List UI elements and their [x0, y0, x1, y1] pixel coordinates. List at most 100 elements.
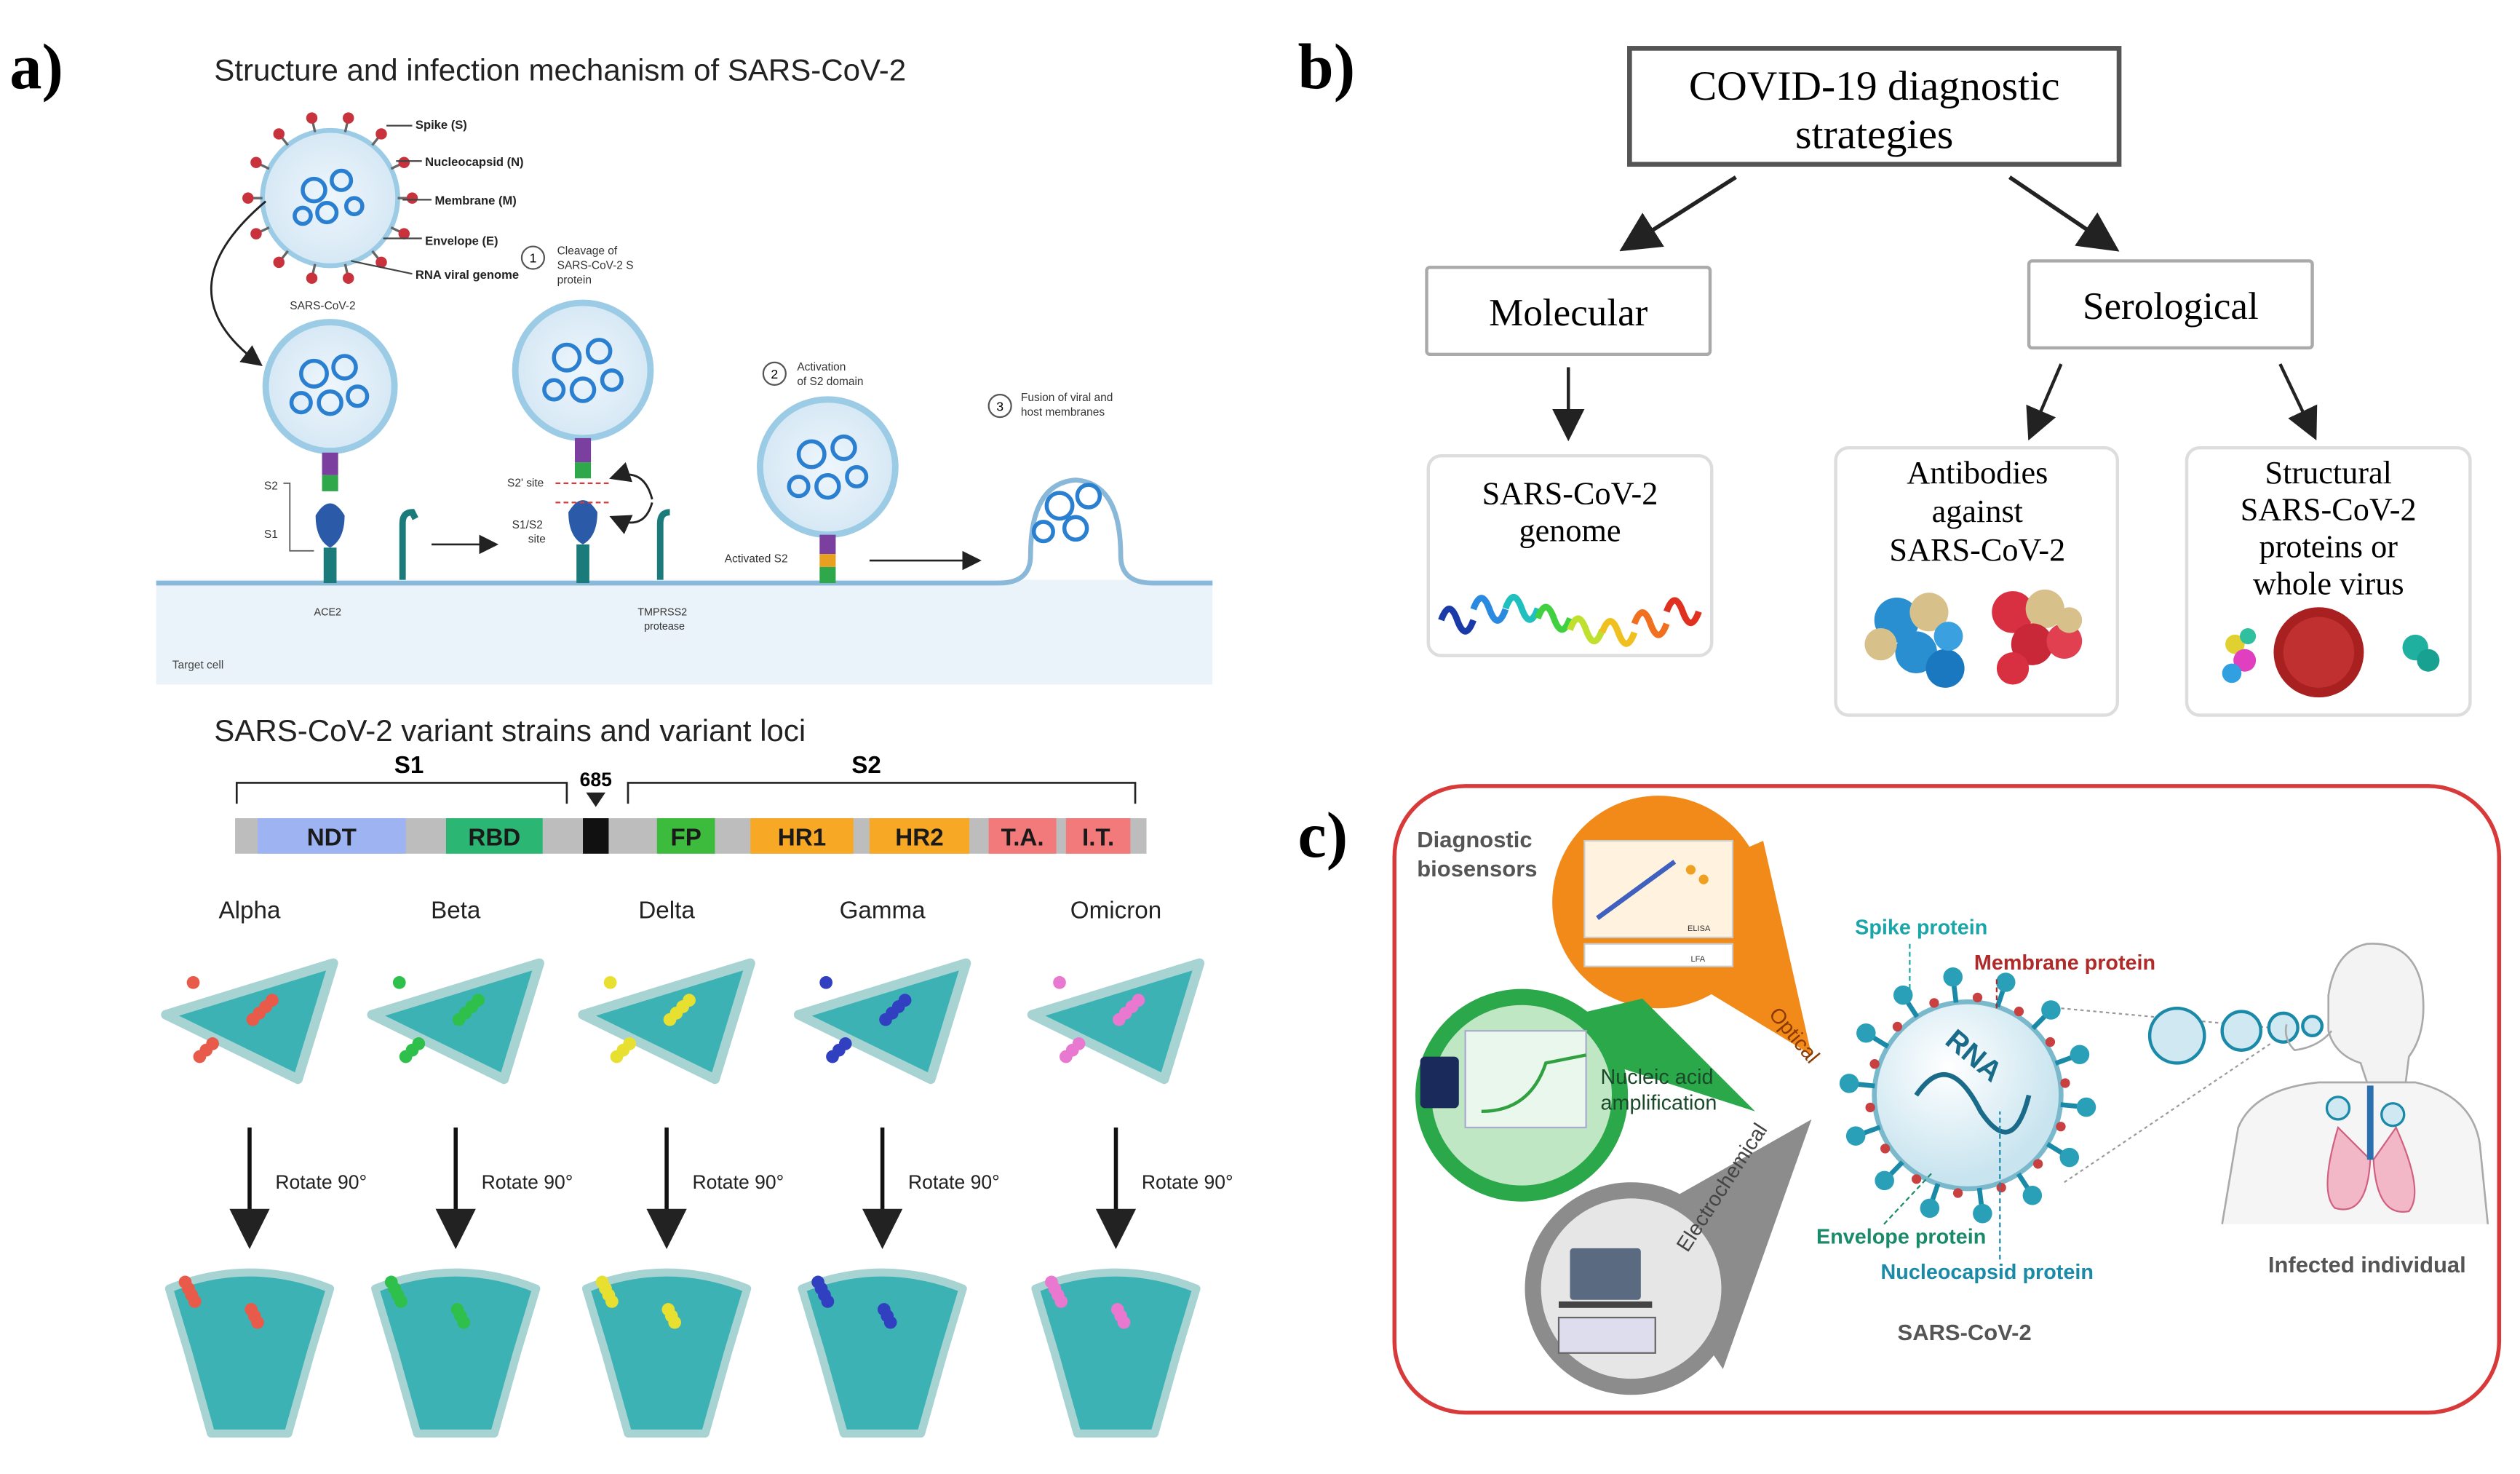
domain-ndt — [258, 818, 406, 854]
s2prime-label: S2' site — [507, 477, 544, 489]
tmprss2-label-2: protease — [644, 621, 685, 633]
domain-it-label: I.T. — [1082, 825, 1114, 852]
serological-label: Serological — [2083, 285, 2259, 328]
svg-text:Cleavage of: Cleavage of — [557, 245, 618, 258]
domain-hr2 — [869, 818, 970, 854]
spike-domain-map: S1 S2 685 NDT RBD FP HR1 HR2 T.A. I.T. — [235, 752, 1147, 854]
label-membrane: Membrane (M) — [434, 194, 516, 207]
elisa-label: ELISA — [1688, 924, 1711, 933]
domain-hr2-label: HR2 — [895, 825, 943, 852]
structure-title: Structure and infection mechanism of SAR… — [214, 53, 906, 87]
svg-text:1: 1 — [530, 251, 537, 266]
s2-domain-label: S2 — [851, 752, 881, 779]
domain-ta-label: T.A. — [1001, 825, 1044, 852]
biosensors-line-2: biosensors — [1417, 856, 1537, 881]
root-box — [1627, 46, 2122, 167]
infected-individual-label: Infected individual — [2268, 1252, 2466, 1277]
domain-fp-label: FP — [670, 825, 701, 852]
domain-rbd-label: RBD — [468, 825, 520, 852]
rotate-label: Rotate 90° — [693, 1171, 784, 1193]
molecular-box — [1425, 266, 1712, 357]
root-line-2: strategies — [1795, 112, 1953, 158]
domain-ta — [988, 818, 1057, 854]
spike-side-view — [798, 1268, 967, 1438]
cell-background — [156, 579, 1213, 685]
biosensors-line-1: Diagnostic — [1417, 827, 1532, 852]
site-685-block — [583, 818, 609, 854]
envelope-protein-label: Envelope protein — [1816, 1225, 1986, 1248]
panel-b-label: b) — [1298, 32, 1356, 103]
spike-side-view — [581, 1268, 752, 1438]
aerosol-particles — [2061, 1007, 2324, 1184]
sarscov2-virion: RNA — [1839, 967, 2096, 1224]
structural-card — [2185, 445, 2472, 717]
structural-line-2: SARS-CoV-2 — [2241, 492, 2417, 528]
genome-line-1: SARS-CoV-2 — [1482, 476, 1658, 512]
s1s2-label-2: site — [528, 534, 546, 546]
structural-line-1: Structural — [2265, 455, 2392, 491]
antibodies-line-1: Antibodies — [1907, 455, 2048, 491]
antibodies-line-3: SARS-CoV-2 — [1889, 532, 2065, 568]
tmprss2-label-1: TMPRSS2 — [637, 606, 687, 618]
genome-line-2: genome — [1519, 513, 1621, 549]
panel-a: a) Structure and infection mechanism of … — [9, 32, 1233, 1438]
rotate-label: Rotate 90° — [1142, 1171, 1233, 1193]
svg-text:protein: protein — [557, 274, 592, 286]
panel-c-label: c) — [1298, 800, 1348, 871]
genome-ribbon-image — [1438, 593, 1702, 647]
molecular-label: Molecular — [1489, 292, 1648, 334]
nucleic-label-2: amplification — [1601, 1092, 1717, 1115]
root-line-1: COVID-19 diagnostic — [1689, 63, 2060, 109]
virion-labels: Spike (S) Nucleocapsid (N) Membrane (M) … — [351, 118, 524, 282]
target-cell-label: Target cell — [172, 659, 224, 671]
spike-side-view — [164, 1268, 335, 1438]
svg-text:host membranes: host membranes — [1021, 406, 1105, 419]
variant-name: Gamma — [840, 897, 926, 924]
site-685-label: 685 — [580, 769, 613, 791]
label-rna-genome: RNA viral genome — [416, 268, 519, 282]
svg-text:Fusion of viral and: Fusion of viral and — [1021, 392, 1113, 404]
structural-line-4: whole virus — [2253, 566, 2404, 602]
domain-hr1-label: HR1 — [778, 825, 826, 852]
rotate-label: Rotate 90° — [908, 1171, 1000, 1193]
antibody-red-image — [1992, 589, 2083, 685]
variant-name: Omicron — [1070, 897, 1161, 924]
domain-rbd — [445, 818, 543, 854]
genome-card — [1426, 454, 1714, 657]
panel-b: b) COVID-19 diagnostic strategies Molecu… — [1298, 32, 2472, 717]
virion-activated — [757, 396, 899, 584]
sarscov2-small-label: SARS-CoV-2 — [290, 300, 355, 312]
antibodies-line-2: against — [1932, 494, 2024, 529]
label-envelope: Envelope (E) — [425, 234, 498, 247]
serological-box — [2027, 259, 2314, 350]
label-nucleocapsid: Nucleocapsid (N) — [425, 155, 523, 169]
panel-c: c) Diagnostic biosensors ELISA LFA Optic… — [1298, 784, 2502, 1415]
s1s2-label-1: S1/S2 — [512, 519, 543, 531]
label-spike: Spike (S) — [416, 118, 467, 132]
step-1: 1 Cleavage of SARS-CoV-2 S protein — [520, 245, 634, 286]
structural-proteins-image — [2222, 607, 2440, 698]
nucleocapsid-protein-label: Nucleocapsid protein — [1881, 1261, 2094, 1284]
panel-a-label: a) — [9, 32, 63, 103]
svg-text:2: 2 — [771, 367, 778, 381]
svg-text:3: 3 — [996, 399, 1003, 413]
rotate-label: Rotate 90° — [482, 1171, 573, 1193]
spike-side-view — [371, 1268, 541, 1438]
membrane-protein-label: Membrane protein — [1974, 951, 2155, 975]
variants-title: SARS-CoV-2 variant strains and variant l… — [214, 713, 806, 748]
antibody-blue-image — [1864, 593, 1965, 688]
sarscov2-label: SARS-CoV-2 — [1898, 1320, 2032, 1345]
ace2-label: ACE2 — [314, 606, 341, 618]
rotate-label: Rotate 90° — [275, 1171, 367, 1193]
s1-label: S1 — [264, 528, 278, 541]
svg-text:SARS-CoV-2 S: SARS-CoV-2 S — [557, 260, 634, 272]
nucleic-acid-biosensor: Nucleic acid amplification — [1415, 988, 1755, 1202]
